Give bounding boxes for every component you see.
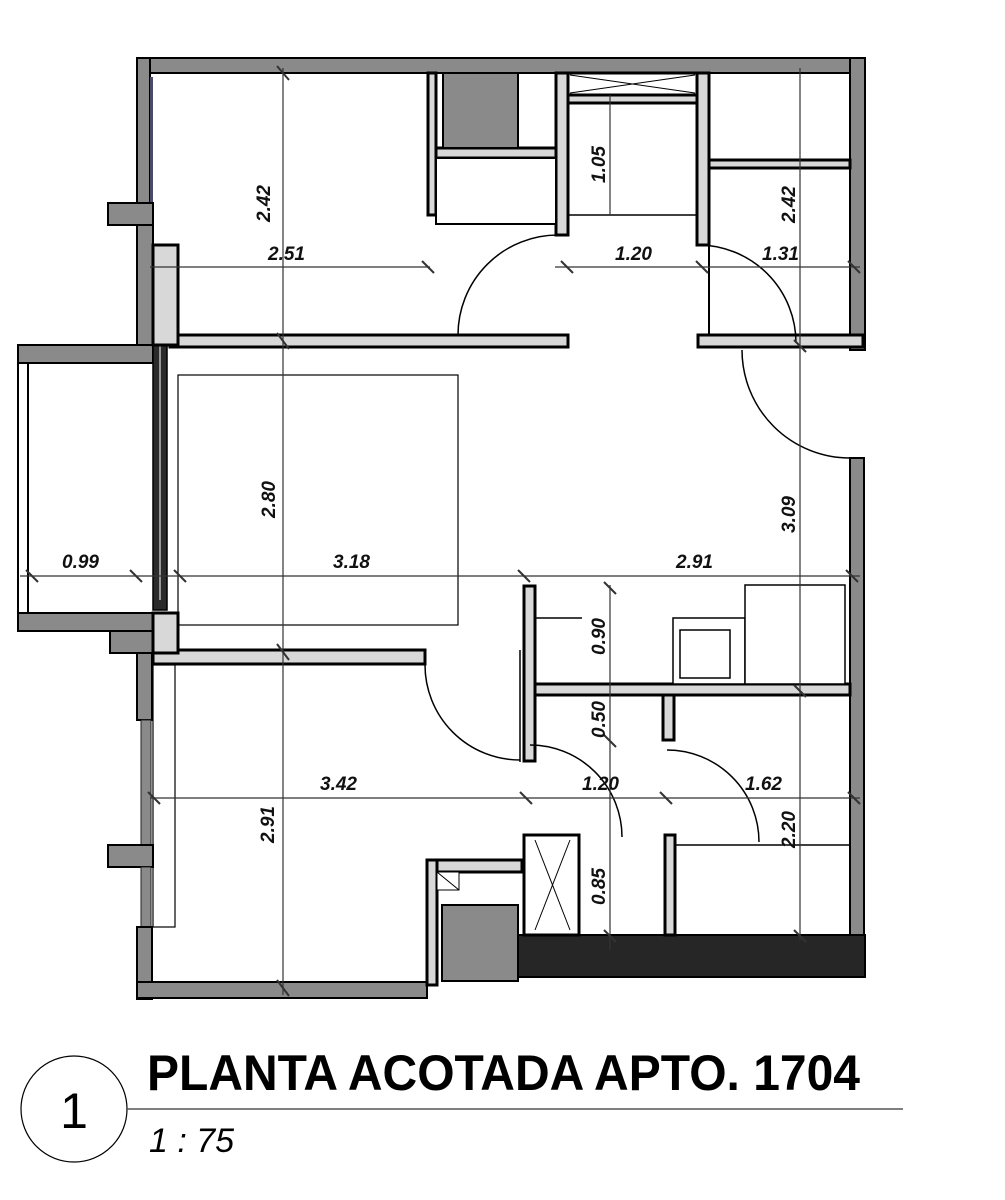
dimension-labels: 2.42 2.51 1.05 1.20 1.31 2.42 2.80 0.99 … [62, 146, 800, 905]
dim-balcony-width: 0.99 [62, 552, 99, 573]
dimension-lines [20, 65, 861, 997]
dim-bath2-width: 1.62 [745, 774, 782, 795]
interior-walls [151, 71, 865, 987]
dim-hall-width-bottom: 1.20 [582, 774, 619, 795]
dim-laundry-depth: 0.50 [589, 701, 610, 738]
door-swings [424, 234, 851, 843]
drawing-title: PLANTA ACOTADA APTO. 1704 [147, 1045, 860, 1101]
dim-bath3-depth: 0.85 [589, 868, 610, 905]
dim-kitchen-counter: 0.90 [589, 618, 610, 655]
title-block: 1 PLANTA ACOTADA APTO. 1704 1 : 75 [20, 1045, 903, 1163]
dim-closet-width: 1.31 [762, 244, 799, 265]
dim-bedroom2-height: 2.91 [258, 806, 279, 844]
dim-closet-height: 2.42 [779, 186, 800, 224]
drawing-scale: 1 : 75 [149, 1122, 234, 1160]
fixtures [152, 72, 850, 982]
dim-bedroom1-width: 2.51 [267, 244, 305, 265]
dim-bedroom2-width: 3.42 [320, 774, 357, 795]
view-number: 1 [60, 1083, 88, 1139]
dim-living-width: 3.18 [333, 552, 370, 573]
dim-bath2-height: 2.20 [779, 811, 800, 849]
exterior-walls [17, 57, 866, 1000]
dim-right-zone-height: 3.09 [779, 496, 800, 533]
dim-bath1-depth: 1.05 [589, 146, 610, 183]
dim-bedroom1-height: 2.42 [254, 185, 275, 223]
dim-living-height: 2.80 [259, 481, 280, 519]
dim-kitchen-width: 2.91 [675, 552, 713, 573]
dim-hall-width-top: 1.20 [615, 244, 652, 265]
